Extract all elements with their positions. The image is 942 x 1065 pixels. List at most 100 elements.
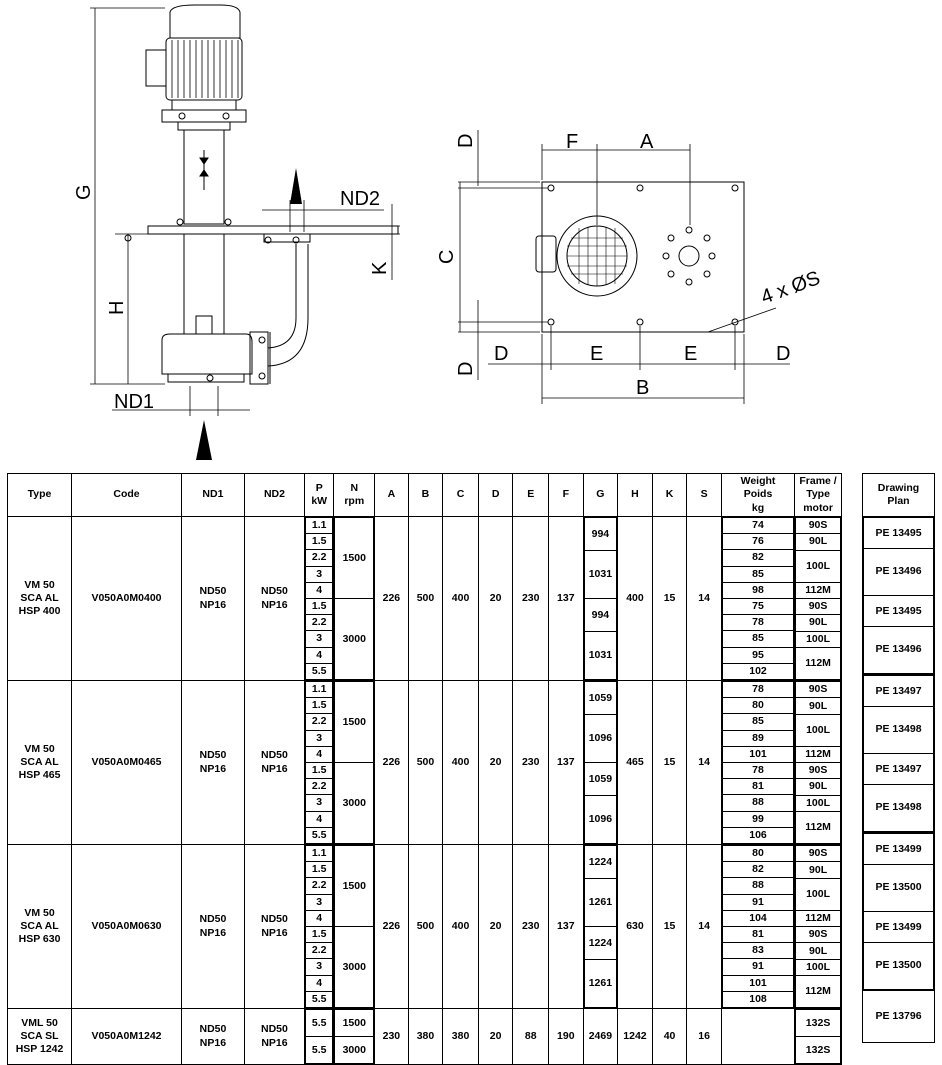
p-list-cell: 2.2 bbox=[305, 942, 333, 960]
header-c: C bbox=[442, 473, 479, 517]
p-list-cell: 3 bbox=[305, 893, 333, 911]
h-cell: 630 bbox=[617, 844, 653, 1010]
weight-list-cell: 101 bbox=[722, 974, 794, 992]
dim-nd1-label: ND1 bbox=[114, 391, 154, 413]
weight-list-cell: 99 bbox=[722, 810, 794, 828]
plan-list-cell: PE 13499 bbox=[863, 832, 934, 866]
frame-list-cell: 112M bbox=[795, 975, 841, 1008]
nd1-cell: ND50 NP16 bbox=[180, 1008, 245, 1065]
weight-list-cell: 88 bbox=[722, 794, 794, 812]
frame-list-cell: 112M bbox=[795, 581, 841, 599]
g-list-cell: 1096 bbox=[584, 794, 617, 844]
header-e: E bbox=[512, 473, 550, 517]
p-list-cell: 1.5 bbox=[305, 762, 333, 780]
g-list-cell: 1224 bbox=[584, 845, 617, 879]
weight-list-cell: 82 bbox=[722, 549, 794, 567]
weight-list-cell: 85 bbox=[722, 713, 794, 731]
weight-list-cell: 74 bbox=[722, 517, 794, 535]
frame-list-cell: 100L bbox=[795, 877, 841, 911]
frame-list-cell: 90L bbox=[795, 778, 841, 796]
header-nd2: ND2 bbox=[243, 473, 305, 517]
weight-list-cell: 78 bbox=[722, 614, 794, 632]
header-code: Code bbox=[71, 473, 182, 517]
p-list-cell: 2.2 bbox=[305, 778, 333, 796]
weight-list-cell: 95 bbox=[722, 646, 794, 664]
plan-list-cell: PE 13500 bbox=[863, 942, 934, 990]
p-list-cell: 4 bbox=[305, 745, 333, 764]
frame-list-cell: 100L bbox=[795, 713, 841, 747]
header-a: A bbox=[374, 473, 409, 517]
g-list-cell: 1261 bbox=[584, 877, 617, 928]
header-b: B bbox=[407, 473, 444, 517]
g-list-cell: 1096 bbox=[584, 713, 617, 764]
frame-list-cell: 90S bbox=[795, 681, 841, 699]
weight-list-cell: 88 bbox=[722, 877, 794, 895]
nd1-cell: ND50 NP16 bbox=[180, 515, 245, 682]
frame-list-cell: 90L bbox=[795, 942, 841, 960]
dim-a-label: A bbox=[640, 131, 654, 153]
s-cell: 14 bbox=[686, 515, 722, 682]
plan-list-cell: PE 13496 bbox=[863, 548, 934, 596]
weight-list-cell: 81 bbox=[722, 926, 794, 944]
e-cell: 230 bbox=[512, 844, 550, 1010]
g-list-cell: 1059 bbox=[584, 681, 617, 715]
dim-e-left-label: E bbox=[590, 343, 603, 365]
dim-nd2-label: ND2 bbox=[340, 188, 380, 210]
dim-d-top-label: D bbox=[455, 134, 477, 148]
plan-list-cell: PE 13500 bbox=[863, 864, 934, 912]
n-list-cell: 3000 bbox=[334, 1036, 374, 1064]
header-f: F bbox=[548, 473, 584, 517]
header-row: Type Code ND1 ND2 P kW N rpm A B C D E F… bbox=[6, 473, 842, 517]
frame-list-cell: 90L bbox=[795, 861, 841, 879]
p-list-cell: 5.5 bbox=[305, 990, 333, 1008]
p-list-cell: 1.1 bbox=[305, 681, 333, 699]
code-cell: V050A0M1242 bbox=[71, 1008, 182, 1065]
a-cell: 226 bbox=[374, 515, 409, 682]
weight-list-cell: 89 bbox=[722, 729, 794, 747]
dim-d-bottom-label: D bbox=[455, 362, 477, 376]
dim-g-label: G bbox=[73, 184, 95, 200]
header-n: N rpm bbox=[333, 473, 376, 517]
type-cell: VM 50 SCA AL HSP 400 bbox=[6, 515, 73, 682]
weight-list-cell: 104 bbox=[722, 909, 794, 928]
p-list-cell: 3 bbox=[305, 630, 333, 648]
nd1-cell: ND50 NP16 bbox=[180, 680, 245, 846]
p-list-cell: 2.2 bbox=[305, 614, 333, 632]
f-cell: 137 bbox=[548, 844, 584, 1010]
weight-list-cell: 82 bbox=[722, 861, 794, 879]
frame-list-cell: 90L bbox=[795, 614, 841, 632]
p-list-cell: 4 bbox=[305, 810, 333, 828]
weight-list-cell: 102 bbox=[722, 662, 794, 680]
spec-table: Type Code ND1 ND2 P kW N rpm A B C D E F… bbox=[6, 473, 842, 1065]
top-view bbox=[535, 181, 745, 333]
e-cell: 88 bbox=[512, 1008, 550, 1065]
p-list-cell: 1.1 bbox=[305, 517, 333, 535]
plan-list-cell: PE 13495 bbox=[863, 516, 934, 550]
motor-body bbox=[145, 4, 247, 123]
p-list-cell: 3 bbox=[305, 958, 333, 976]
nd1-cell: ND50 NP16 bbox=[180, 844, 245, 1010]
g-list-cell: 994 bbox=[584, 598, 617, 632]
g-list-cell: 1224 bbox=[584, 926, 617, 960]
h-cell: 1242 bbox=[617, 1008, 653, 1065]
d-cell: 20 bbox=[477, 1008, 514, 1065]
type-cell: VML 50 SCA SL HSP 1242 bbox=[6, 1008, 73, 1065]
a-cell: 230 bbox=[374, 1008, 409, 1065]
s-cell: 14 bbox=[686, 680, 722, 846]
